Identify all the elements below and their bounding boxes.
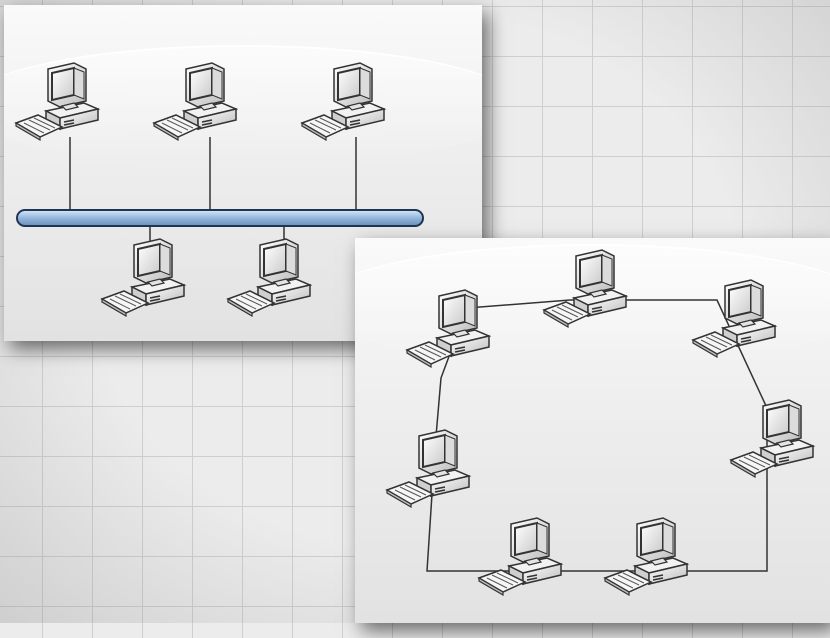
computer-icon (98, 237, 188, 317)
computer-icon (601, 516, 691, 596)
computer-icon (727, 398, 817, 478)
computer-icon (403, 288, 493, 368)
computer-icon (298, 61, 388, 141)
ring-topology-panel (355, 238, 830, 623)
computer-icon (689, 278, 779, 358)
computer-icon (383, 428, 473, 508)
computer-icon (475, 516, 565, 596)
bus-backbone-cable (16, 209, 424, 227)
computer-icon (150, 61, 240, 141)
computer-icon (540, 248, 630, 328)
computer-icon (12, 61, 102, 141)
footer-caption (150, 598, 830, 638)
computer-icon (224, 237, 314, 317)
